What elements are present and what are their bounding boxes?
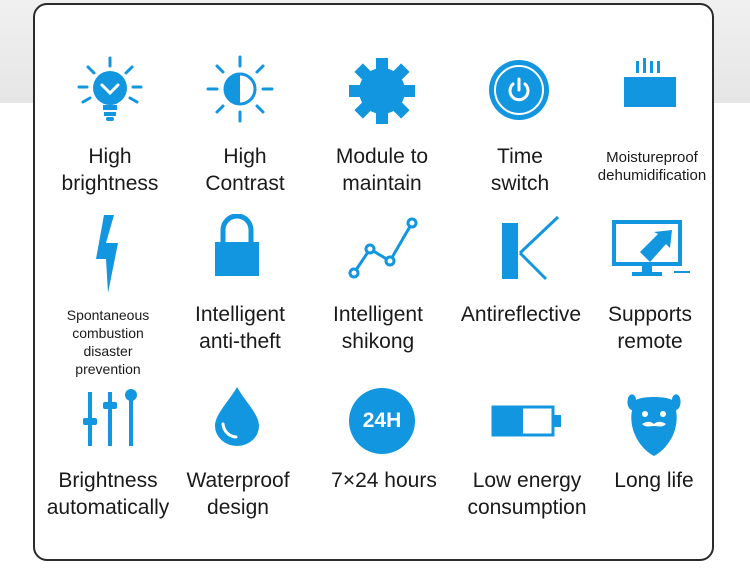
lightning-bolt-icon: [96, 215, 118, 293]
feature-label: Module to maintain: [335, 145, 429, 195]
light-bulb-icon: [77, 56, 143, 121]
line-graph-icon: [348, 217, 418, 279]
24h-badge-text: 24H: [362, 409, 402, 432]
feature-label: Intelligent shikong: [333, 303, 423, 353]
feature-label: Time switch: [490, 145, 550, 195]
gear-icon: [349, 58, 415, 124]
feature-label: Low energy consumption: [467, 469, 587, 519]
monitor-cursor-icon: [612, 220, 690, 276]
bearded-face-icon: [627, 394, 681, 456]
feature-label: Spontaneous combustion disaster preventi…: [66, 307, 150, 377]
feature-label: 7×24 hours: [331, 469, 437, 492]
humidifier-icon: [624, 58, 676, 107]
feature-label: Long life: [614, 469, 694, 492]
power-button-icon: [489, 60, 549, 120]
feature-label: Moistureproof dehumidification: [597, 149, 707, 184]
sliders-icon: [83, 389, 137, 446]
low-battery-icon: [491, 405, 561, 437]
feature-label: High brightness: [61, 145, 159, 195]
feature-label: Intelligent anti-theft: [195, 303, 285, 353]
padlock-icon: [215, 214, 259, 276]
water-drop-icon: [215, 387, 259, 446]
24h-clock-icon: 24H: [349, 388, 415, 454]
antireflective-panel-icon: [502, 215, 560, 281]
feature-label: Waterproof design: [186, 469, 290, 519]
sun-contrast-icon: [206, 55, 274, 123]
feature-label: High Contrast: [205, 145, 285, 195]
feature-label: Brightness automatically: [46, 469, 170, 519]
feature-label: Antireflective: [460, 303, 582, 326]
feature-label: Supports remote: [607, 303, 693, 353]
